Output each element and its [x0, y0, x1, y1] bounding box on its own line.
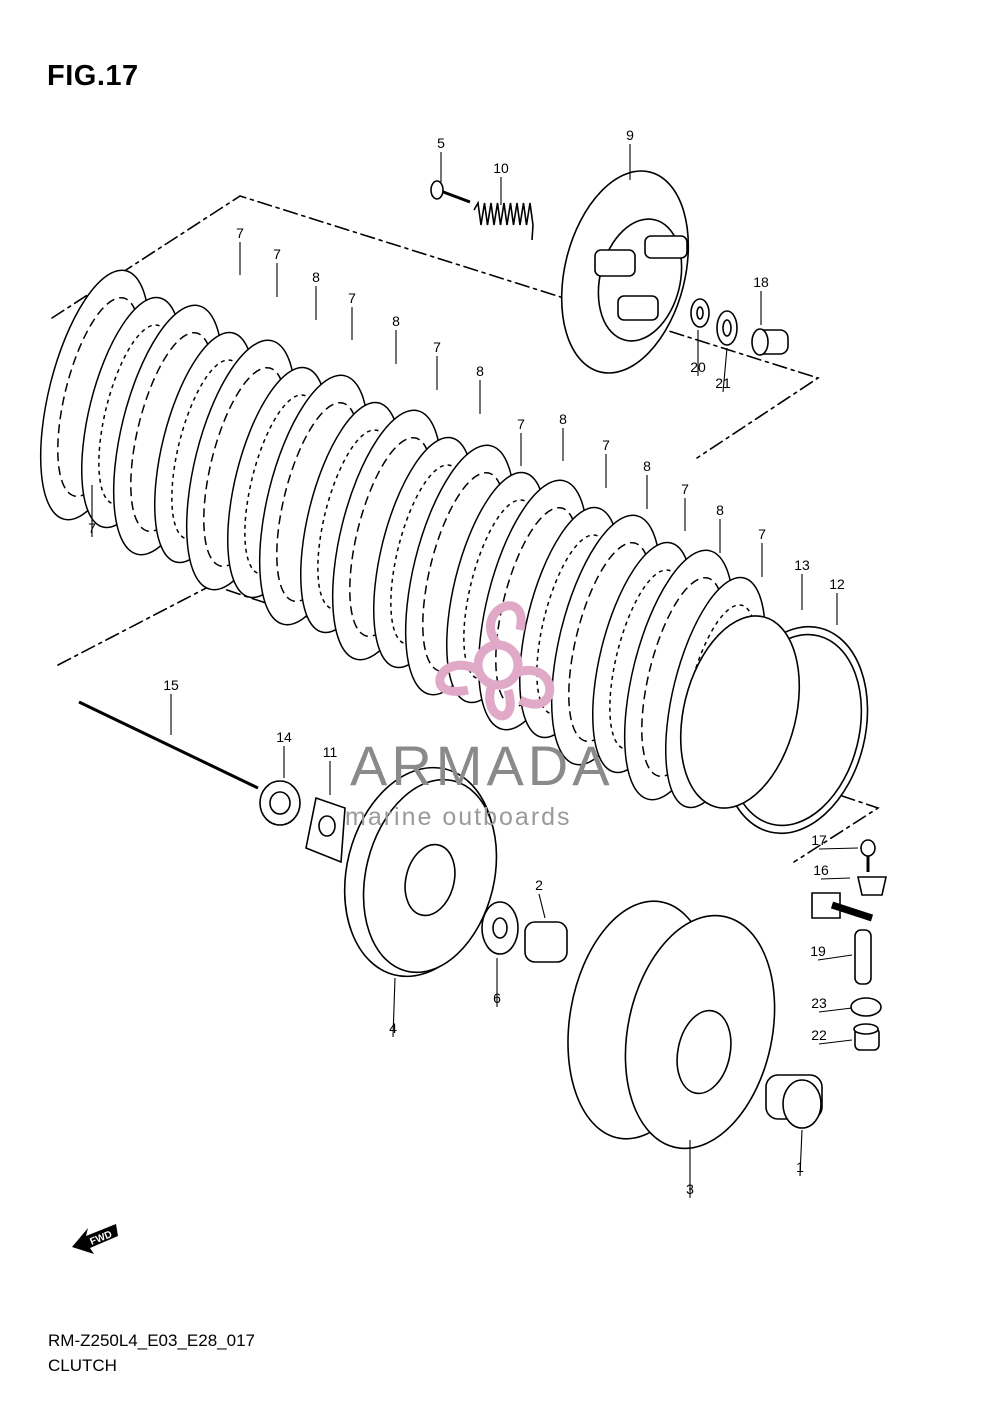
- callout-labels: 1234567777777778888889101112131415161718…: [88, 127, 845, 1197]
- watermark-logo: [435, 601, 555, 721]
- callout-leader: [820, 877, 851, 880]
- oil-seal-hole: [269, 791, 291, 815]
- callout-leader: [392, 977, 396, 1038]
- fwd-label: FWD: [89, 1229, 114, 1248]
- callout-leader: [722, 347, 728, 393]
- callout-7: 7: [273, 246, 281, 262]
- callout-6: 6: [493, 990, 501, 1006]
- clutch-housing-gear: [676, 1009, 732, 1095]
- push-rod: [78, 700, 259, 790]
- callout-12: 12: [829, 576, 845, 592]
- callout-7: 7: [236, 225, 244, 241]
- callout-8: 8: [476, 363, 484, 379]
- watermark-brand: ARMADA: [350, 734, 614, 797]
- callout-15: 15: [163, 677, 179, 693]
- callout-7: 7: [681, 481, 689, 497]
- callout-11: 11: [323, 744, 338, 760]
- callout-1: 1: [796, 1159, 804, 1175]
- callout-leader: [538, 893, 546, 919]
- pressure-plate-boss: [644, 235, 688, 259]
- callout-4: 4: [389, 1020, 397, 1036]
- callout-22: 22: [811, 1027, 827, 1043]
- callout-20: 20: [690, 359, 706, 375]
- drawing-name: CLUTCH: [48, 1356, 117, 1375]
- callout-8: 8: [716, 502, 724, 518]
- callout-16: 16: [813, 862, 829, 878]
- clutch-spring: [473, 200, 534, 241]
- washer-hole: [696, 306, 704, 320]
- callout-10: 10: [493, 160, 509, 176]
- clip-17: [857, 876, 887, 896]
- clutch-plates-stack: [39, 269, 767, 809]
- callout-8: 8: [559, 411, 567, 427]
- callout-leader: [818, 1007, 853, 1013]
- bolt-head-18: [860, 839, 876, 857]
- callout-leader: [799, 1129, 803, 1177]
- callout-18: 18: [753, 274, 769, 290]
- callout-14: 14: [276, 729, 292, 745]
- callout-7: 7: [348, 290, 356, 306]
- oil-seal-24: [850, 997, 882, 1017]
- callout-17: 17: [811, 832, 827, 848]
- callout-leader: [818, 847, 859, 850]
- callout-19: 19: [810, 943, 826, 959]
- callout-9: 9: [626, 127, 634, 143]
- release-rack-head: [751, 328, 769, 356]
- forward-arrow-icon: FWD: [72, 1224, 118, 1254]
- lock-washer-hole: [318, 815, 336, 837]
- callout-leader: [817, 954, 853, 961]
- figure-title: FIG.17: [47, 60, 139, 92]
- callout-7: 7: [758, 526, 766, 542]
- callout-5: 5: [437, 135, 445, 151]
- callout-3: 3: [686, 1181, 694, 1197]
- release-arm-block: [811, 892, 841, 919]
- callout-7: 7: [433, 339, 441, 355]
- callout-13: 13: [794, 557, 810, 573]
- drawing-code: RM-Z250L4_E03_E28_017: [48, 1331, 255, 1350]
- bearing-23-top: [853, 1023, 879, 1035]
- clutch-parts: [78, 170, 887, 1150]
- needle-bearing: [524, 921, 568, 963]
- sleeve-hub-spline: [404, 843, 456, 917]
- callout-8: 8: [643, 458, 651, 474]
- callout-21: 21: [715, 375, 731, 391]
- release-arm: [830, 901, 874, 922]
- callout-leaders: [91, 144, 859, 1198]
- callout-23: 23: [811, 995, 827, 1011]
- bolt-head: [430, 180, 444, 200]
- callout-7: 7: [88, 520, 96, 536]
- upper-group-boundary: [51, 195, 820, 459]
- callout-8: 8: [392, 313, 400, 329]
- callout-7: 7: [602, 437, 610, 453]
- callout-7: 7: [517, 416, 525, 432]
- spacer-face: [782, 1079, 822, 1129]
- thrust-bearing-hole: [722, 319, 732, 337]
- callout-8: 8: [312, 269, 320, 285]
- release-shaft: [854, 929, 872, 985]
- callout-2: 2: [535, 877, 543, 893]
- spring-seat: [679, 615, 801, 809]
- pressure-plate-boss: [617, 295, 659, 321]
- callout-leader: [818, 1039, 853, 1045]
- pressure-plate-boss: [594, 249, 636, 277]
- thrust-washer-hole: [492, 917, 508, 939]
- watermark-tagline: marine outboards: [345, 803, 572, 831]
